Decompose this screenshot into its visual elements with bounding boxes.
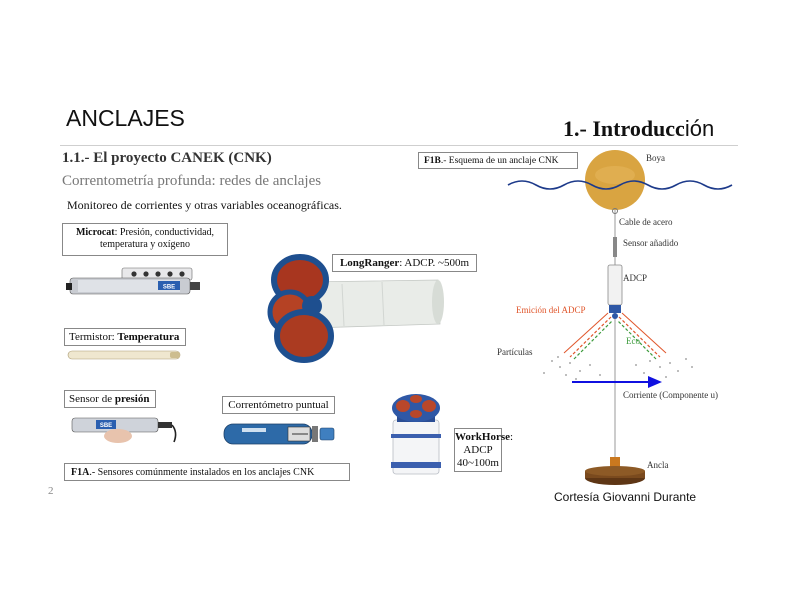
correntometro-image <box>223 423 335 445</box>
microcat-logo: SBE <box>163 285 175 291</box>
microcat-desc2: temperatura y oxígeno <box>100 239 190 250</box>
label-cable: Cable de acero <box>619 217 673 227</box>
added-sensor-shape <box>613 237 617 257</box>
microcat-desc: : Presión, conductividad, <box>114 227 215 238</box>
label-emision: Emición del ADCP <box>516 305 586 315</box>
f1b-label: F1B <box>424 156 441 166</box>
presion-name: presión <box>114 393 150 405</box>
microcat-name: Microcat <box>75 227 115 238</box>
intro-text: Monitoreo de corrientes y otras variable… <box>67 198 342 212</box>
f1a-label: F1A <box>71 467 90 478</box>
termistor-box: Termistor: Temperatura <box>64 328 186 346</box>
correntometro-name: Correntómetro puntual <box>228 399 329 411</box>
label-sensor: Sensor añadido <box>623 238 679 248</box>
title-rule <box>60 145 738 146</box>
particles <box>543 356 693 382</box>
workhorse-name: WorkHorse <box>455 431 510 443</box>
longranger-name: LongRanger <box>339 257 400 269</box>
mooring-diagram <box>507 150 733 485</box>
workhorse-line3: 40~100m <box>456 457 499 469</box>
longranger-box: LongRanger: ADCP. ~500m <box>332 254 477 272</box>
chapter-title-main: 1.- Introducc <box>563 116 685 141</box>
termistor-name: Temperatura <box>117 331 180 343</box>
microcat-image: SBE <box>66 267 200 295</box>
label-particulas: Partículas <box>497 347 533 357</box>
microcat-box: Microcat: Presión, conductividad, temper… <box>62 223 228 256</box>
subtitle: 1.1.- El proyecto CANEK (CNK) <box>62 150 272 166</box>
workhorse-image <box>391 394 441 475</box>
chapter-title-tail: ión <box>684 116 715 141</box>
presion-image: SBE <box>71 417 177 443</box>
f1b-text: .- Esquema de un anclaje CNK <box>440 156 559 166</box>
termistor-image <box>67 350 181 360</box>
page-number: 2 <box>48 485 54 497</box>
longranger-desc: : ADCP. ~500m <box>399 257 470 269</box>
label-eco: Eco <box>626 336 640 346</box>
subheading: Correntometría profunda: redes de anclaj… <box>62 173 322 189</box>
section-title: ANCLAJES <box>66 105 185 131</box>
workhorse-line2: ADCP <box>463 444 493 456</box>
longranger-image <box>267 254 444 363</box>
label-corriente: Corriente (Componente u) <box>623 390 718 400</box>
presion-box: Sensor de presión <box>64 390 156 408</box>
chapter-title: 1.- Introducción <box>563 116 714 142</box>
f1a-caption: F1A.- Sensores comúnmente instalados en … <box>64 463 350 481</box>
correntometro-box: Correntómetro puntual <box>222 396 335 414</box>
workhorse-desc: : <box>510 431 514 443</box>
presion-prefix: Sensor de <box>69 393 115 405</box>
label-adcp: ADCP <box>623 273 648 283</box>
sea-surface <box>507 180 733 190</box>
f1b-caption: F1B.- Esquema de un anclaje CNK <box>418 152 578 169</box>
termistor-prefix: Termistor: <box>69 331 118 343</box>
label-boya: Boya <box>646 153 665 163</box>
presion-logo: SBE <box>100 423 112 429</box>
label-ancla: Ancla <box>647 460 669 470</box>
adcp-shape <box>607 264 623 306</box>
f1a-text: .- Sensores comúnmente instalados en los… <box>89 467 315 478</box>
workhorse-box: WorkHorse: ADCP 40~100m <box>454 428 513 472</box>
credit: Cortesía Giovanni Durante <box>554 490 697 504</box>
